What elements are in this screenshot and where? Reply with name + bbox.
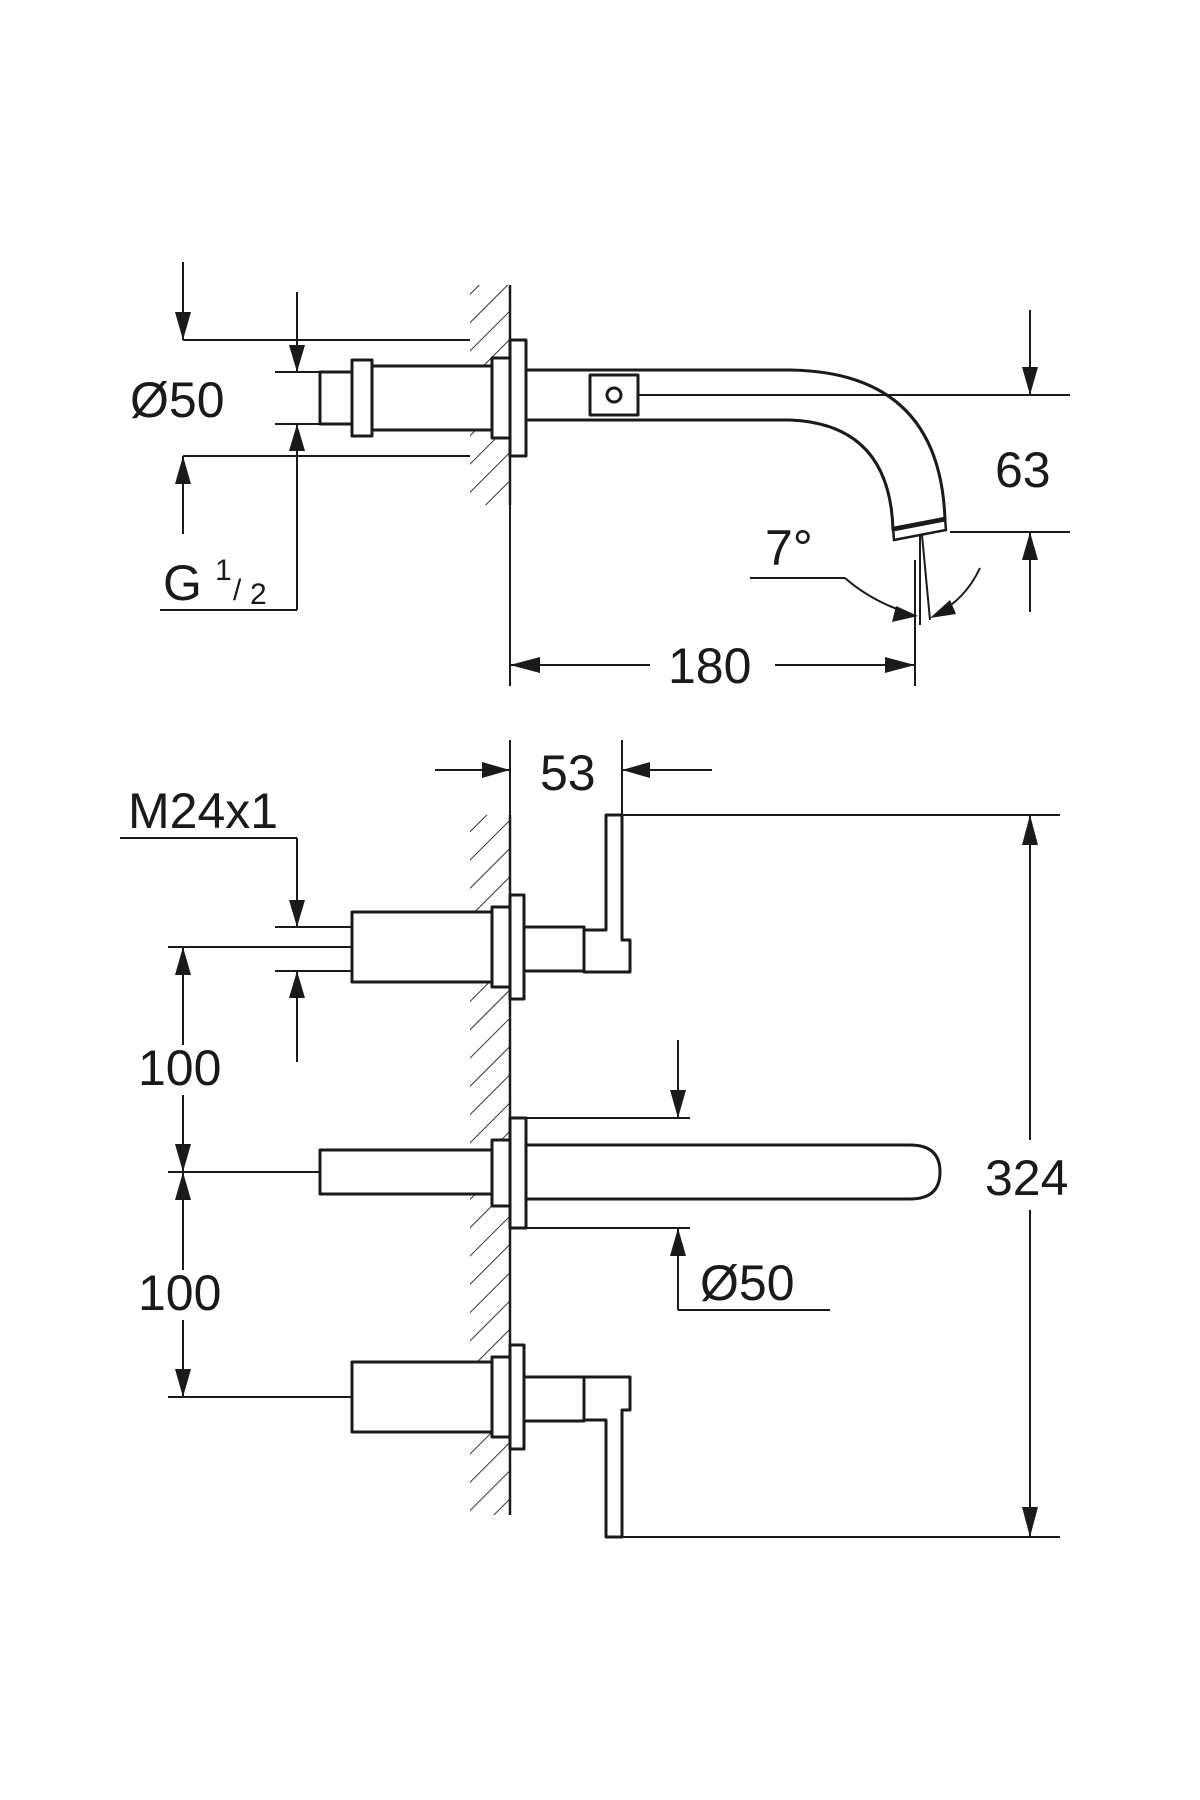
diameter-label-front: Ø50 [700, 1255, 795, 1311]
spout-projection-label: 180 [668, 638, 751, 694]
overall-height-label: 324 [985, 1150, 1068, 1206]
front-view: 53 M24x1 100 100 [120, 740, 1068, 1539]
top-view: Ø50 G 1 / 2 63 [130, 262, 1070, 694]
diameter-label-top: Ø50 [130, 372, 225, 428]
spout-top [524, 368, 948, 542]
diameter-dimension-top: Ø50 [130, 262, 470, 534]
spacing-upper-label: 100 [138, 1040, 221, 1096]
thread-label-front: M24x1 [128, 783, 278, 839]
spout-angle-label: 7° [765, 520, 813, 576]
spout-height-label: 63 [995, 442, 1051, 498]
thread-label-top-main: G [163, 555, 202, 611]
diameter-dimension-front: Ø50 [526, 1040, 830, 1311]
thread-label-top-num: 1 [215, 554, 232, 587]
spout-projection-dimension: 180 [509, 505, 916, 694]
valve-body-top [318, 338, 528, 458]
valve-spacing-dimension: 100 100 [138, 946, 352, 1398]
spout-angle-dimension: 7° [750, 520, 981, 625]
thread-label-top-den: 2 [250, 578, 267, 611]
upper-handle-valve [350, 813, 632, 1001]
spout-height-dimension: 63 [638, 310, 1070, 612]
thread-label-top-sep: / [233, 574, 242, 607]
thread-dimension-front: M24x1 [120, 783, 352, 1062]
overall-height-dimension: 324 [622, 814, 1068, 1538]
wall-offset-label: 53 [540, 745, 596, 801]
spacing-lower-label: 100 [138, 1265, 221, 1321]
center-spout [318, 1116, 942, 1230]
thread-dimension-top: G 1 / 2 [160, 292, 320, 611]
wall-offset-dimension: 53 [435, 740, 712, 815]
